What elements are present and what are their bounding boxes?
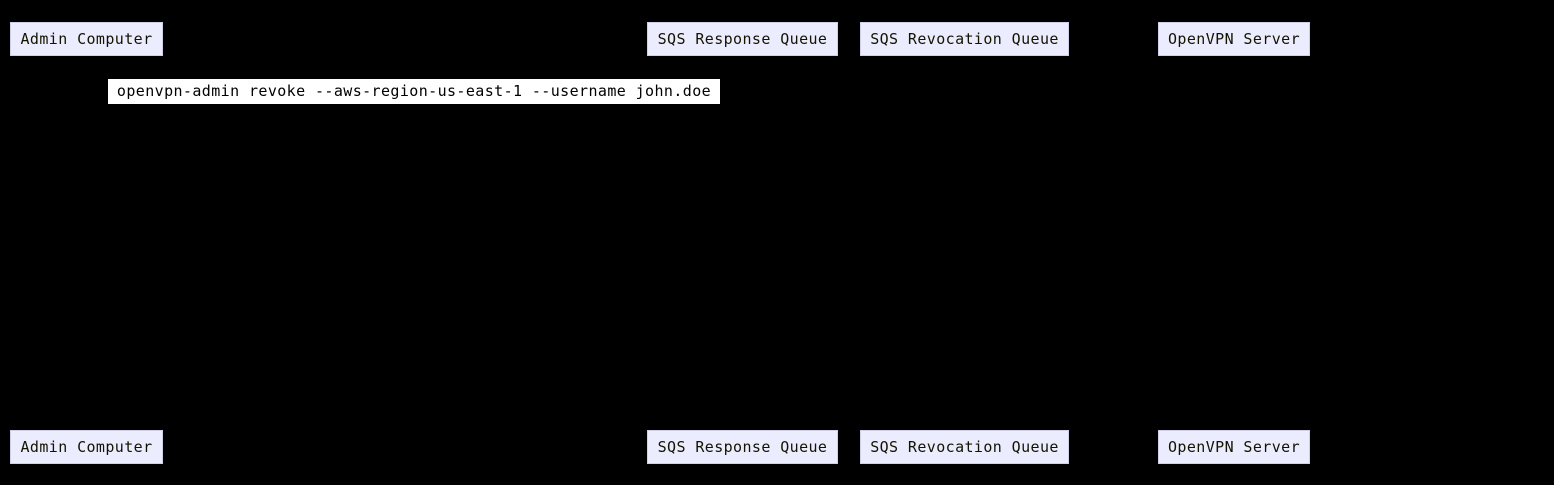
- participant-label: Admin Computer: [20, 29, 153, 48]
- lifeline-sqs-response-queue: [742, 56, 743, 430]
- participant-header-admin-computer[interactable]: Admin Computer: [10, 22, 163, 56]
- participant-header-sqs-response-queue[interactable]: SQS Response Queue: [647, 22, 838, 56]
- message-text: openvpn-admin revoke --aws-region-us-eas…: [116, 82, 712, 100]
- lifeline-sqs-revocation-queue: [964, 56, 965, 430]
- participant-footer-admin-computer[interactable]: Admin Computer: [10, 430, 163, 464]
- participant-label: SQS Revocation Queue: [870, 29, 1059, 48]
- participant-label: OpenVPN Server: [1167, 29, 1301, 48]
- participant-footer-openvpn-server[interactable]: OpenVPN Server: [1158, 430, 1310, 464]
- participant-footer-sqs-response-queue[interactable]: SQS Response Queue: [647, 430, 838, 464]
- participant-header-openvpn-server[interactable]: OpenVPN Server: [1158, 22, 1310, 56]
- lifeline-admin-computer: [86, 56, 87, 430]
- participant-label: Admin Computer: [20, 437, 153, 456]
- lifeline-openvpn-server: [1234, 56, 1235, 430]
- message-label-revoke-command: openvpn-admin revoke --aws-region-us-eas…: [108, 79, 720, 104]
- participant-label: SQS Response Queue: [657, 29, 828, 48]
- participant-label: SQS Revocation Queue: [870, 437, 1059, 456]
- message-arrow-revoke-command: [86, 91, 108, 92]
- participant-header-sqs-revocation-queue[interactable]: SQS Revocation Queue: [860, 22, 1069, 56]
- participant-label: OpenVPN Server: [1167, 437, 1301, 456]
- participant-footer-sqs-revocation-queue[interactable]: SQS Revocation Queue: [860, 430, 1069, 464]
- participant-label: SQS Response Queue: [657, 437, 828, 456]
